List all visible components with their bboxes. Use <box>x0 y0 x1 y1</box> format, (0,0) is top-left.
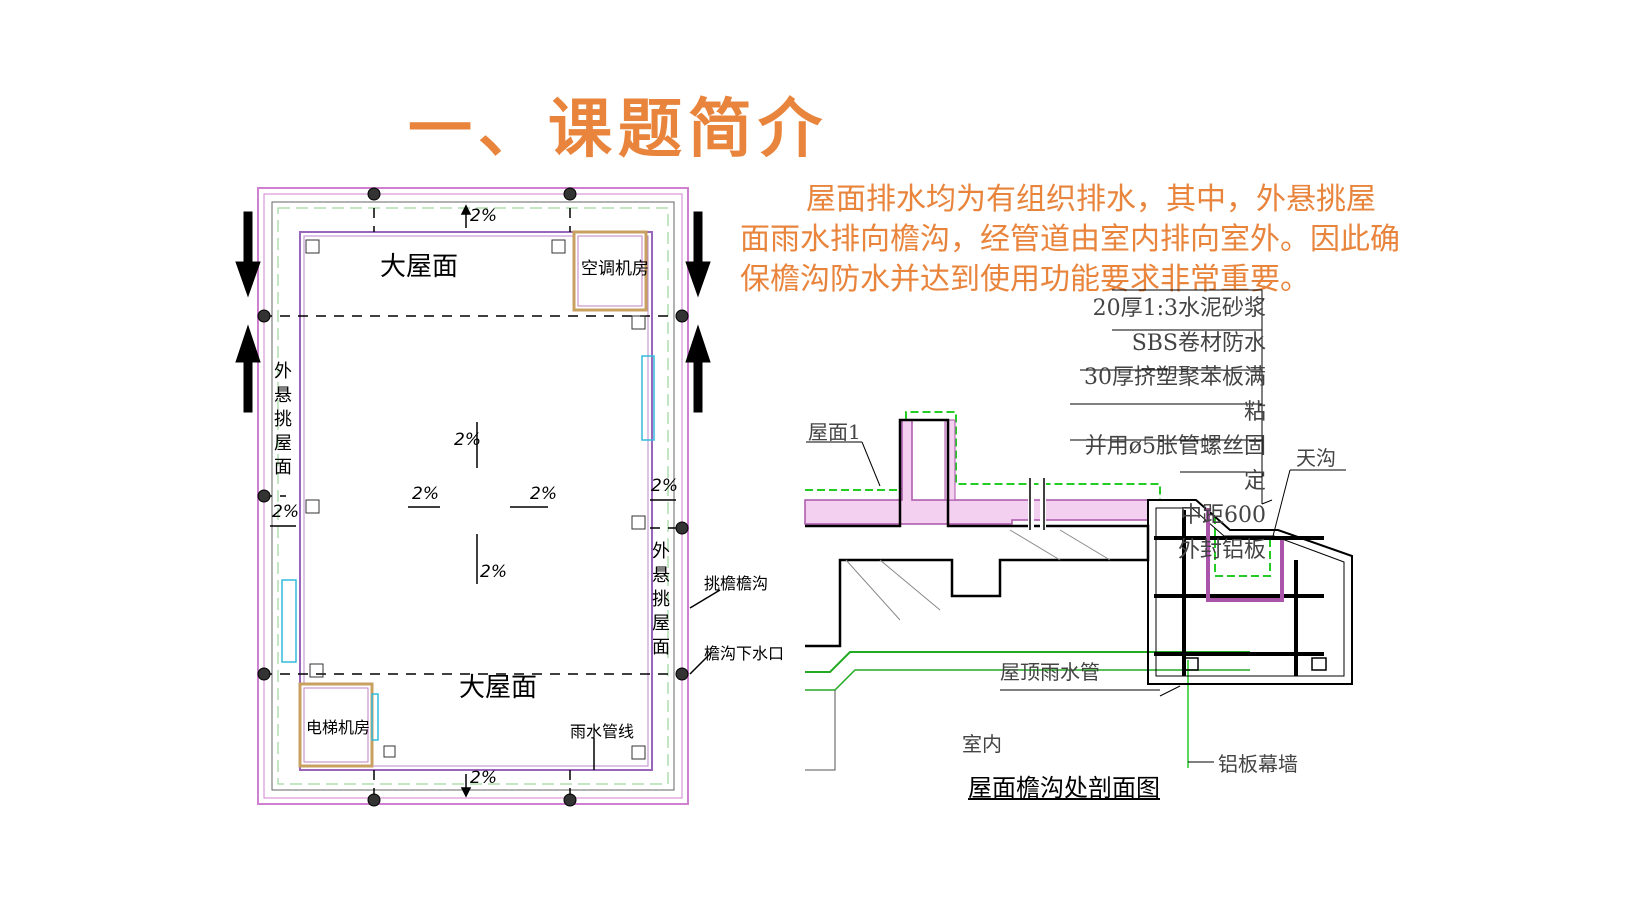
layer-item: 30厚挤塑聚苯板满粘 <box>1084 365 1266 425</box>
overhang-right-char: 外 <box>652 541 670 562</box>
overhang-right-char: 屋 <box>652 613 670 634</box>
layer-item: 并用ø5胀管螺丝固定 <box>1084 434 1266 494</box>
slope-label-center-up: 2% <box>454 430 481 450</box>
intro-line-1: 屋面排水均为有组织排水，其中，外悬挑屋 <box>806 182 1376 217</box>
overhang-roof-label-right: 外 悬 挑 屋 面 <box>652 540 674 660</box>
elevator-room-label: 电梯机房 <box>306 718 371 737</box>
overhang-roof-label-left: 外 悬 挑 屋 面 <box>274 360 296 480</box>
indoor-label: 室内 <box>962 732 1002 756</box>
overhang-right-char: 挑 <box>652 589 670 610</box>
big-roof-label-top: 大屋面 <box>380 252 459 282</box>
overhang-left-char: 屋 <box>274 433 292 454</box>
slope-label-right: 2% <box>651 476 678 496</box>
overhang-left-char: 面 <box>274 457 292 478</box>
layer-item: 20厚1:3水泥砂浆 <box>1092 296 1266 321</box>
intro-paragraph: 屋面排水均为有组织排水，其中，外悬挑屋 面雨水排向檐沟，经管道由室内排向室外。因… <box>740 180 1430 300</box>
slope-label-center-left: 2% <box>412 484 439 504</box>
ac-room-label: 空调机房 <box>581 259 649 279</box>
intro-line-2: 面雨水排向檐沟，经管道由室内排向室外。因此确 <box>740 222 1400 257</box>
slope-label-left: 2% <box>272 502 299 522</box>
slope-label-bottom: 2% <box>470 768 497 788</box>
layer-item: 外封铝板 <box>1177 537 1266 563</box>
overhang-right-char: 面 <box>652 637 670 658</box>
big-roof-label-bottom: 大屋面 <box>459 673 538 703</box>
page-title: 一、课题简介 <box>408 92 828 167</box>
gutter-label: 挑檐檐沟 <box>704 574 769 593</box>
gutter-section-label: 天沟 <box>1296 446 1336 470</box>
overhang-left-char: 悬 <box>274 385 292 406</box>
curtain-wall-label: 铝板幕墙 <box>1218 752 1298 776</box>
pipe-route-label: 雨水管线 <box>570 722 635 741</box>
overhang-left-char: 挑 <box>274 409 292 430</box>
overhang-right-char: 悬 <box>652 565 670 586</box>
roof-pipe-label: 屋顶雨水管 <box>1000 660 1100 684</box>
slope-label-center-down: 2% <box>480 562 507 582</box>
layer-table: 20厚1:3水泥砂浆 SBS卷材防水 30厚挤塑聚苯板满粘 并用ø5胀管螺丝固定… <box>1076 292 1266 568</box>
slope-label-center-right: 2% <box>530 484 557 504</box>
slope-label-top: 2% <box>470 206 497 226</box>
overhang-left-char: 外 <box>274 361 292 382</box>
gutter-outlet-label: 檐沟下水口 <box>704 644 785 663</box>
layer-item: SBS卷材防水 <box>1131 330 1266 356</box>
roof-label: 屋面1 <box>808 420 861 444</box>
layer-item: 中距600 <box>1180 503 1266 528</box>
section-caption: 屋面檐沟处剖面图 <box>968 774 1160 802</box>
intro-line-3: 保檐沟防水并达到使用功能要求非常重要。 <box>740 262 1310 297</box>
